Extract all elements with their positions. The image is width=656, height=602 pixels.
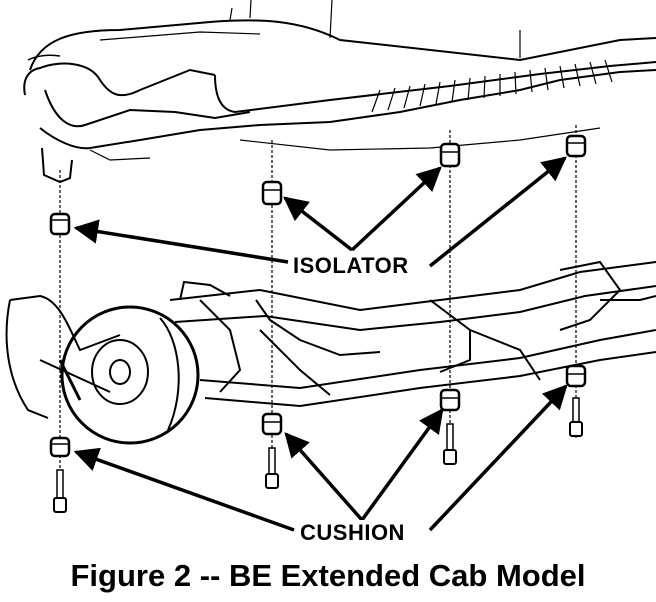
cab-body [23, 0, 656, 184]
bolt-3 [446, 423, 454, 451]
cushion-front [49, 436, 71, 458]
frame-rail [169, 260, 656, 408]
mount-stack-front [49, 170, 71, 513]
isolator-2 [261, 180, 283, 206]
mount-stack-rear [565, 125, 587, 440]
bolt-rear [572, 397, 580, 423]
floor-ribs [371, 59, 613, 113]
figure-caption: Figure 2 -- BE Extended Cab Model [70, 558, 586, 593]
cushion-rear [565, 364, 587, 388]
cushion-label: CUSHION [296, 520, 409, 546]
isolator-rear [565, 134, 587, 158]
isolator-3 [439, 142, 461, 168]
isolator-label: ISOLATOR [289, 253, 413, 279]
isolator-front [49, 212, 71, 236]
bolt-front [56, 469, 64, 499]
cushion-2 [261, 412, 283, 436]
bolt-2 [268, 447, 276, 475]
cushion-3 [439, 388, 461, 412]
front-suspension [5, 294, 331, 419]
cushion-leaders [73, 384, 568, 532]
isolator-leaders [73, 156, 567, 268]
mount-stack-2 [261, 140, 283, 490]
mount-stack-3 [439, 130, 461, 465]
front-wheel [60, 305, 200, 445]
